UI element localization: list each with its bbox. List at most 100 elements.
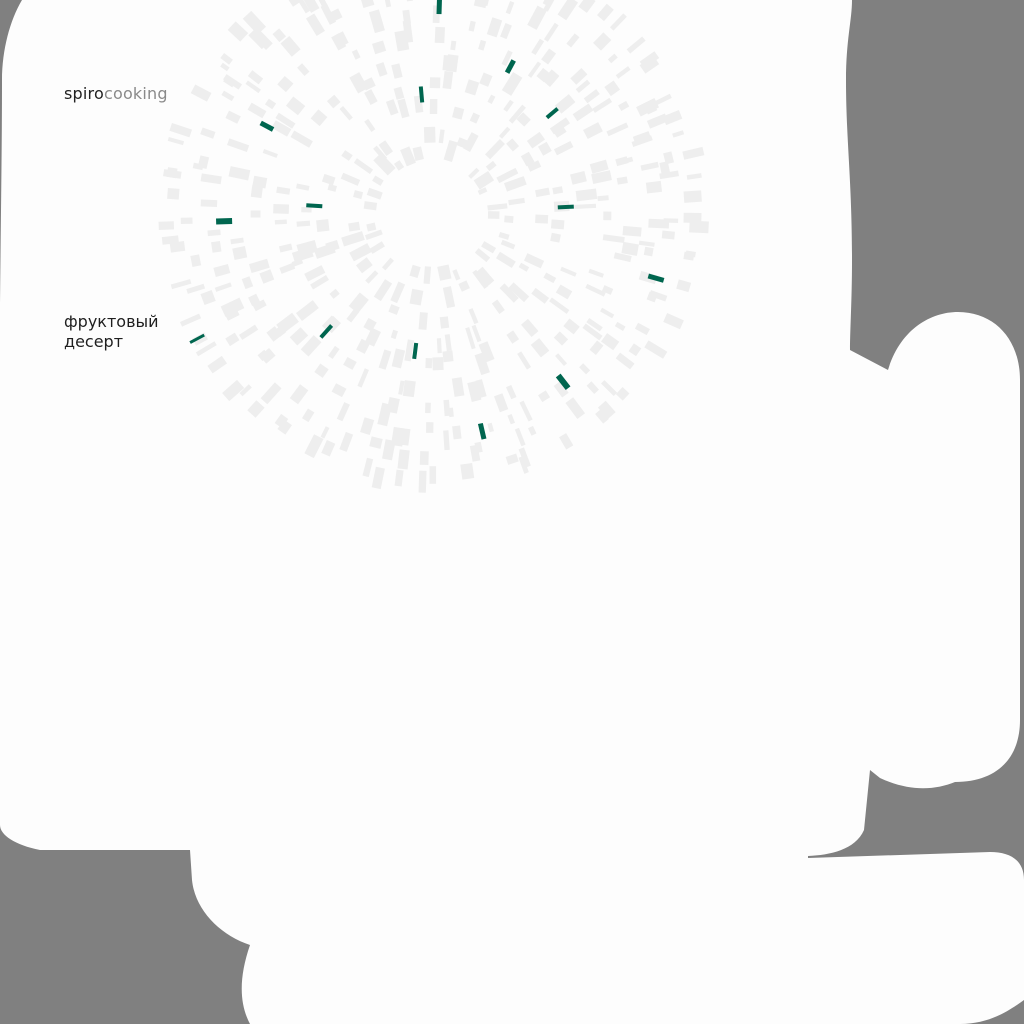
burst-dash: [303, 0, 320, 13]
burst-dash: [683, 190, 702, 203]
burst-dash: [579, 363, 591, 375]
burst-dash: [341, 231, 365, 247]
burst-dash: [474, 441, 483, 454]
burst-dash: [504, 215, 514, 223]
burst-dash: [507, 413, 515, 425]
burst-dash: [552, 186, 564, 195]
burst-dash: [494, 393, 509, 413]
burst-dash: [659, 161, 671, 175]
burst-dash: [391, 426, 405, 447]
burst-dash: [348, 292, 369, 314]
burst-dash: [452, 425, 462, 440]
burst-dash: [371, 466, 385, 490]
burst-dash: [607, 53, 618, 64]
burst-dash: [418, 312, 428, 330]
burst-dash: [348, 221, 361, 232]
burst-dash: [628, 343, 642, 357]
burst-dash: [438, 129, 445, 144]
burst-accent-dash: [306, 203, 323, 209]
burst-dash: [247, 70, 264, 85]
burst-dash: [487, 94, 496, 104]
burst-dash: [531, 287, 550, 304]
burst-dash: [538, 390, 551, 403]
burst-accent-dash: [189, 333, 205, 344]
burst-dash: [373, 145, 388, 161]
burst-dash: [615, 387, 630, 401]
burst-dash: [432, 357, 444, 371]
brand-logo-part2: cooking: [103, 84, 168, 103]
burst-dash: [341, 150, 353, 161]
burst-dash: [222, 379, 245, 402]
burst-dash: [589, 159, 609, 174]
burst-dash: [361, 77, 376, 91]
burst-dash: [654, 93, 672, 106]
burst-accent-dash: [545, 107, 559, 120]
burst-dash: [373, 152, 396, 176]
burst-dash: [514, 427, 526, 447]
burst-dash: [230, 237, 244, 245]
burst-dash: [549, 297, 570, 314]
burst-dash: [360, 417, 375, 435]
burst-dash: [559, 433, 574, 450]
burst-dash: [351, 49, 361, 60]
burst-dash: [456, 137, 468, 149]
dish-caption-line1: фруктовый: [64, 312, 159, 331]
burst-dash: [648, 218, 670, 229]
burst-dash: [606, 122, 629, 137]
burst-dash: [505, 384, 517, 400]
burst-dash: [368, 9, 385, 34]
burst-dash: [241, 276, 254, 290]
burst-dash: [381, 257, 394, 271]
burst-dash: [582, 323, 603, 341]
burst-dash: [378, 349, 392, 370]
burst-dash: [575, 79, 591, 93]
burst-dash: [439, 316, 450, 329]
burst-dash: [355, 257, 373, 274]
burst-dash: [316, 219, 330, 232]
burst-dash: [442, 286, 456, 309]
burst-dash: [621, 241, 639, 256]
burst-dash: [227, 21, 249, 42]
burst-dash: [626, 36, 646, 54]
burst-dash: [252, 299, 267, 312]
burst-dash: [640, 161, 659, 171]
burst-dash: [227, 138, 250, 153]
burst-dash: [409, 264, 421, 278]
burst-dash: [260, 382, 282, 405]
burst-dash: [384, 0, 392, 8]
burst-dash: [195, 341, 217, 357]
burst-dash: [325, 239, 340, 253]
burst-dash: [527, 61, 542, 78]
burst-dash: [600, 307, 615, 319]
burst-dash: [601, 285, 614, 295]
burst-dash: [169, 123, 192, 138]
burst-dash: [506, 138, 520, 152]
burst-dash: [320, 426, 330, 439]
burst-dash: [279, 262, 296, 274]
burst-dash: [508, 104, 526, 124]
burst-dash: [518, 456, 529, 474]
burst-dash: [288, 0, 300, 7]
burst-dash: [639, 55, 660, 74]
burst-dash: [468, 20, 476, 32]
burst-dash: [418, 470, 427, 493]
burst-dash: [207, 355, 228, 374]
burst-dash: [646, 113, 669, 129]
burst-dash: [314, 363, 329, 378]
burst-dash: [413, 95, 424, 113]
burst-dash: [271, 120, 292, 137]
burst-dash: [223, 74, 243, 90]
burst-dash: [290, 130, 313, 148]
burst-dash: [474, 248, 491, 263]
burst-dash: [296, 239, 318, 257]
burst-dash: [500, 239, 516, 250]
burst-dash: [443, 140, 458, 162]
burst-dash: [622, 225, 642, 237]
burst-dash: [280, 35, 301, 57]
burst-dash: [618, 100, 630, 111]
burst-dash: [394, 30, 410, 52]
burst-dash: [527, 5, 547, 30]
burst-dash: [207, 229, 221, 237]
burst-dash: [364, 89, 378, 105]
